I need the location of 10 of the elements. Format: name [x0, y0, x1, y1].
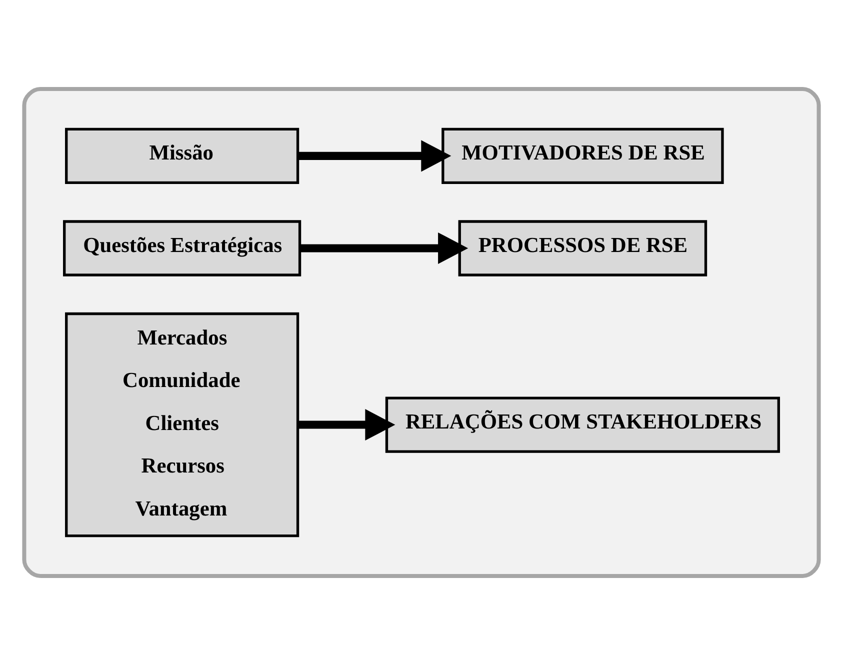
- arrow: [298, 140, 452, 172]
- node-box: Mercados Comunidade Clientes Recursos Vantagem: [65, 312, 300, 537]
- node-box: Questões Estratégicas: [63, 220, 302, 276]
- node-box: Missão: [65, 127, 300, 184]
- node-box: MOTIVADORES DE RSE: [442, 127, 724, 184]
- cluster: [22, 86, 821, 578]
- node-box: PROCESSOS DE RSE: [458, 220, 708, 276]
- node-box: RELAÇÕES COM STAKEHOLDERS: [385, 396, 780, 452]
- arrow: [300, 232, 468, 264]
- arrow: [298, 408, 396, 440]
